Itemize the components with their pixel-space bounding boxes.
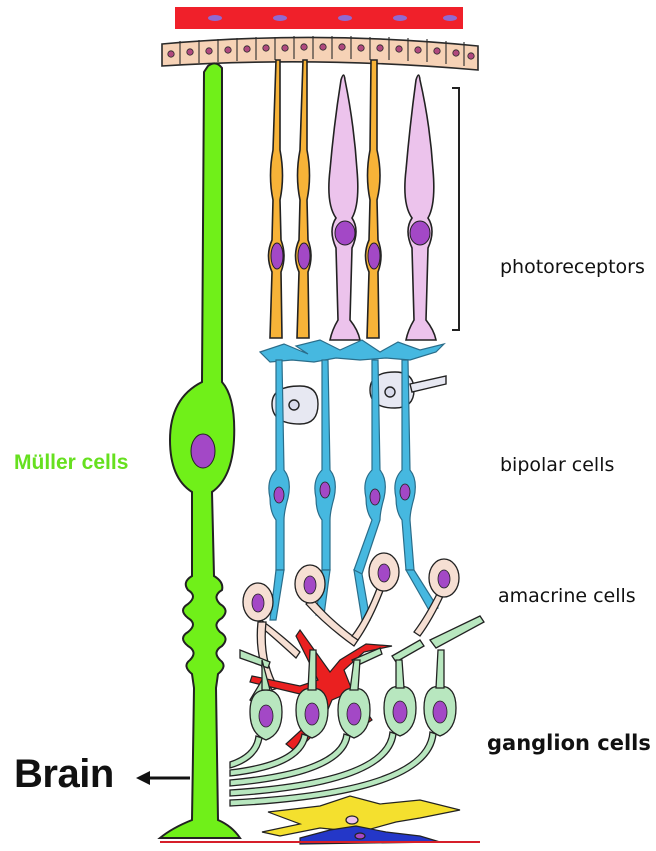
label-amacrine-cells: amacrine cells (498, 585, 636, 607)
label-muller-cells: Müller cells (14, 451, 128, 475)
photoreceptors (269, 60, 437, 340)
label-brain: Brain (14, 752, 114, 797)
blood-vessel (175, 7, 463, 29)
horizontal-cells (272, 372, 446, 424)
label-bipolar-cells: bipolar cells (500, 454, 614, 476)
label-ganglion-cells: ganglion cells (487, 731, 651, 755)
muller-nucleus (191, 434, 215, 468)
ganglion-nuclei (259, 701, 447, 727)
muller-cell (160, 63, 240, 838)
bipolar-nuclei (274, 482, 410, 505)
label-photoreceptors: photoreceptors (500, 256, 645, 278)
astrocyte (262, 796, 460, 844)
photoreceptor-bracket (452, 88, 459, 330)
brain-arrow (136, 771, 190, 785)
